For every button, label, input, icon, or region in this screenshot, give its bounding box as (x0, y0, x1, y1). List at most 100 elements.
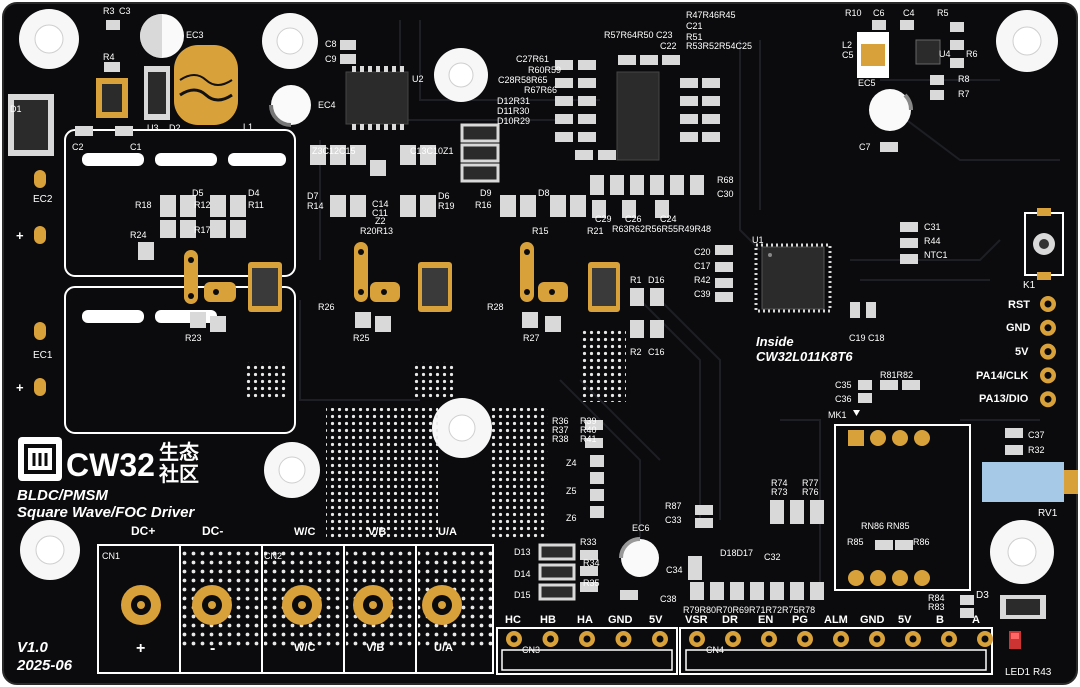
cn3-label-ha: HA (577, 614, 593, 626)
header-cn4 (679, 627, 993, 675)
cap-c5 (857, 32, 889, 78)
swd-label-gnd: GND (1006, 322, 1031, 334)
des-r40: R40 (580, 425, 597, 435)
mounting-hole-tr (996, 10, 1058, 72)
diode-d2 (144, 66, 170, 120)
des-grp-r63: R63R62R56R55R49R48 (612, 224, 711, 234)
cn3-pin-pads (506, 631, 668, 647)
ec2-plus-sign: + (16, 228, 24, 243)
des-r60r59: R60R59 (528, 65, 561, 75)
des-u3: U3 (147, 123, 159, 133)
des-ntc1: NTC1 (924, 250, 948, 260)
mounting-hole-tm (262, 13, 318, 69)
des-r28: R28 (487, 302, 504, 312)
mounting-hole-mid (434, 48, 488, 102)
des-d6: D6 (438, 191, 450, 201)
des-c17: C17 (694, 261, 711, 271)
header-cn3 (496, 627, 678, 675)
label-ec4: EC4 (318, 100, 336, 110)
des-c24: C24 (660, 214, 677, 224)
capacitor-ec4 (269, 85, 311, 127)
cn4-pin-0-hole (693, 635, 701, 643)
phase-label-top-u: U/A (438, 526, 457, 538)
swd-pad-4-hole (1044, 395, 1052, 403)
des-c35: C35 (835, 380, 852, 390)
des-d2: D2 (169, 123, 181, 133)
des-grp-top: R57R64R50 C23 (604, 30, 673, 40)
cn3-pin-0-hole (510, 635, 518, 643)
label-cn1: CN1 (102, 551, 120, 561)
des-u1: U1 (752, 235, 764, 245)
diodes-d10-d12 (460, 123, 500, 183)
des-grp-top2: R47R46R45 (686, 10, 736, 20)
module-mk1-outline (834, 410, 971, 591)
des-r33: R33 (580, 537, 597, 547)
des-c27r61: C27R61 (516, 54, 549, 64)
des-r8: R8 (958, 74, 970, 84)
des-d11r30: D11R30 (497, 106, 529, 116)
ic-u1-mcu (754, 243, 832, 313)
des-d15: D15 (514, 590, 531, 600)
des-rn86rn85: RN86 RN85 (861, 521, 910, 531)
des-r86: R86 (913, 537, 930, 547)
des-d16: D16 (648, 275, 665, 285)
des-r77: R77 (802, 478, 819, 488)
cn4-pin-5-hole (873, 635, 881, 643)
des-d13: D13 (514, 547, 531, 557)
terminal-plus-sign: + (136, 640, 145, 657)
label-ec1: EC1 (33, 350, 53, 361)
des-r20r13: R20R13 (360, 226, 393, 236)
des-c38: C38 (660, 594, 677, 604)
mounting-hole-center (432, 398, 492, 458)
des-z5: Z5 (566, 486, 577, 496)
capacitor-ec6 (619, 537, 659, 577)
phase-label-bot-v: V/B (366, 642, 384, 654)
label-r43: R43 (1033, 667, 1052, 678)
des-r2: R2 (630, 347, 642, 357)
swd-label-5v: 5V (1015, 346, 1029, 358)
cw32-logo-mark (18, 437, 62, 481)
des-r36: R36 (552, 416, 569, 426)
ec1-plus-sign: + (16, 380, 24, 395)
des-c21: C21 (686, 21, 703, 31)
mounting-hole-bl (20, 520, 80, 580)
des-c36: C36 (835, 394, 852, 404)
des-r51: R51 (686, 32, 703, 42)
des-r73: R73 (771, 487, 788, 497)
des-grp-r53: R53R52R54C25 (686, 41, 752, 51)
terminal-minus-sign: - (210, 640, 215, 657)
des-c30: C30 (717, 189, 734, 199)
swd-pad-2-hole (1044, 348, 1052, 356)
des-r85: R85 (847, 537, 864, 547)
des-r84: R84 (928, 593, 945, 603)
des-c33: C33 (665, 515, 682, 525)
terminal-block-outline (97, 544, 494, 674)
cn4-pin-pads (689, 631, 993, 647)
des-grp-r79: R79R80R70R69R71R72R75R78 (683, 605, 815, 615)
des-c3: C3 (119, 6, 131, 16)
des-c37: C37 (1028, 430, 1045, 440)
cn4-label-en: EN (758, 614, 773, 626)
des-r21: R21 (587, 226, 604, 236)
inductor-l1 (174, 45, 238, 125)
swd-pad-0-hole (1044, 300, 1052, 308)
des-r6: R6 (966, 49, 978, 59)
swd-label-rst: RST (1008, 299, 1030, 311)
des-u2: U2 (412, 74, 424, 84)
des-c16: C16 (648, 347, 665, 357)
des-z2: Z2 (375, 216, 386, 226)
des-d5: D5 (192, 188, 204, 198)
board-date: 2025-06 (16, 657, 73, 674)
cn4-label-vsr: VSR (685, 614, 708, 626)
cn4-label-5v: 5V (898, 614, 912, 626)
des-d1: D1 (10, 104, 22, 114)
cn4-pin-1-hole (729, 635, 737, 643)
cn3-label-5v: 5V (649, 614, 663, 626)
des-r37: R37 (552, 425, 569, 435)
pad-vias (188, 249, 555, 299)
cn3-label-hc: HC (505, 614, 521, 626)
diodes-d13-d15 (538, 543, 576, 601)
dc-minus-label: DC- (202, 524, 223, 538)
des-r16: R16 (475, 200, 492, 210)
logo-cn-line1: 生态 (159, 440, 199, 464)
